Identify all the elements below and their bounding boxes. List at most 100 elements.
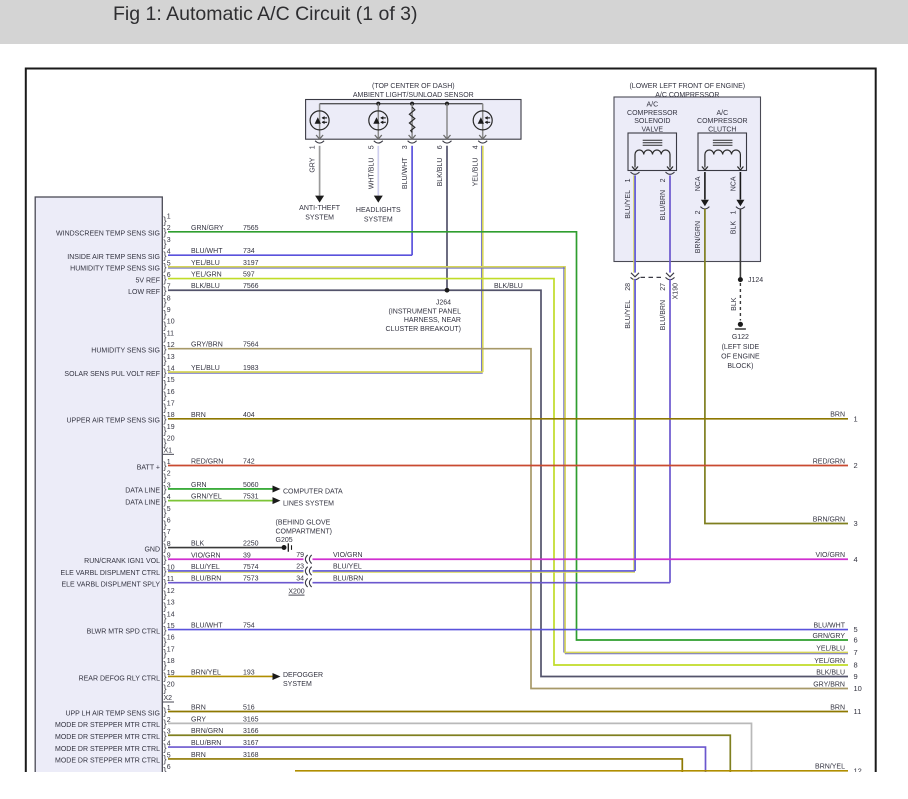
svg-text:COMPRESSOR: COMPRESSOR (697, 118, 748, 125)
svg-text:HUMIDITY SENS SIG: HUMIDITY SENS SIG (91, 347, 160, 354)
svg-text:7: 7 (167, 284, 171, 291)
svg-text:1: 1 (167, 459, 171, 466)
svg-text:6: 6 (167, 272, 171, 279)
svg-text:BLU/YEL: BLU/YEL (191, 564, 220, 571)
svg-text:RED/GRN: RED/GRN (813, 458, 845, 465)
svg-text:7574: 7574 (243, 564, 259, 571)
svg-text:HUMIDITY TEMP SENS SIG: HUMIDITY TEMP SENS SIG (70, 266, 160, 273)
svg-text:34: 34 (296, 575, 304, 582)
svg-text:9: 9 (167, 553, 171, 560)
svg-text:VALVE: VALVE (642, 127, 664, 134)
svg-text:BLK/BLU: BLK/BLU (437, 158, 444, 187)
svg-text:17: 17 (167, 401, 175, 408)
svg-text:DEFOGGER: DEFOGGER (283, 672, 323, 679)
svg-text:}: } (163, 263, 167, 274)
svg-text:NCA: NCA (695, 176, 702, 191)
svg-text:3166: 3166 (243, 728, 259, 735)
svg-text:9: 9 (854, 672, 858, 681)
svg-text:4: 4 (473, 145, 480, 149)
svg-text:4: 4 (167, 740, 171, 747)
svg-text:3167: 3167 (243, 740, 259, 747)
svg-text:16: 16 (167, 635, 175, 642)
svg-text:10: 10 (167, 564, 175, 571)
svg-text:4: 4 (167, 494, 171, 501)
svg-text:7: 7 (854, 648, 858, 657)
svg-text:1: 1 (310, 145, 317, 149)
svg-text:597: 597 (243, 272, 255, 279)
svg-text:MODE DR STEPPER MTR CTRL: MODE DR STEPPER MTR CTRL (55, 722, 160, 729)
svg-text:BLK/BLU: BLK/BLU (494, 283, 523, 290)
svg-text:A/C: A/C (646, 101, 658, 108)
svg-text:}: } (163, 227, 167, 238)
svg-text:}: } (163, 298, 167, 309)
svg-text:5: 5 (368, 145, 375, 149)
svg-text:BLU/BRN: BLU/BRN (660, 190, 667, 220)
svg-text:20: 20 (167, 436, 175, 443)
svg-text:8: 8 (167, 295, 171, 302)
svg-text:BLK: BLK (730, 221, 737, 235)
svg-text:BLU/WHT: BLU/WHT (191, 248, 223, 255)
svg-text:AMBIENT LIGHT/SUNLOAD SENSOR: AMBIENT LIGHT/SUNLOAD SENSOR (353, 92, 474, 99)
svg-text:14: 14 (167, 365, 175, 372)
svg-text:}: } (163, 356, 167, 367)
svg-text:MODE DR STEPPER MTR CTRL: MODE DR STEPPER MTR CTRL (55, 734, 160, 741)
svg-text:X1: X1 (164, 448, 173, 455)
svg-text:}: } (163, 731, 167, 742)
svg-text:SOLAR SENS PUL VOLT REF: SOLAR SENS PUL VOLT REF (64, 371, 160, 378)
svg-text:COMPUTER DATA: COMPUTER DATA (283, 489, 343, 496)
svg-text:HEADLIGHTS: HEADLIGHTS (356, 207, 401, 214)
svg-text:11: 11 (167, 576, 174, 583)
svg-text:(LOWER LEFT FRONT OF ENGINE): (LOWER LEFT FRONT OF ENGINE) (629, 83, 745, 90)
svg-text:DATA LINE: DATA LINE (125, 499, 160, 506)
svg-text:}: } (163, 767, 167, 778)
svg-text:COMPRESSOR: COMPRESSOR (627, 110, 678, 117)
svg-text:BLOCK): BLOCK) (727, 363, 753, 370)
svg-text:}: } (163, 555, 167, 566)
svg-text:BRN/GRN: BRN/GRN (695, 221, 702, 253)
svg-text:}: } (163, 532, 167, 543)
svg-text:RED/GRN: RED/GRN (191, 459, 223, 466)
svg-text:10: 10 (167, 319, 175, 326)
svg-text:}: } (163, 403, 167, 414)
svg-text:SYSTEM: SYSTEM (364, 217, 393, 224)
svg-text:REAR DEFOG RLY CTRL: REAR DEFOG RLY CTRL (79, 675, 161, 682)
svg-text:3165: 3165 (243, 716, 259, 723)
svg-text:8: 8 (854, 661, 858, 670)
svg-text:}: } (163, 333, 167, 344)
svg-text:2: 2 (167, 225, 171, 232)
svg-text:}: } (163, 755, 167, 766)
svg-text:BLK/BLU: BLK/BLU (191, 283, 220, 290)
svg-text:18: 18 (167, 658, 175, 665)
svg-text:CLUTCH: CLUTCH (708, 127, 736, 134)
svg-text:1983: 1983 (243, 365, 259, 372)
svg-text:HARNESS, NEAR: HARNESS, NEAR (404, 317, 461, 324)
svg-text:}: } (163, 578, 167, 589)
svg-text:ANTI-THEFT: ANTI-THEFT (299, 205, 341, 212)
svg-text:5060: 5060 (243, 482, 259, 489)
svg-text:(LEFT SIDE: (LEFT SIDE (722, 344, 760, 351)
svg-text:2: 2 (695, 210, 702, 214)
svg-text:3168: 3168 (243, 752, 259, 759)
svg-text:BLU/WHT: BLU/WHT (191, 623, 223, 630)
svg-text:5: 5 (167, 752, 171, 759)
svg-text:6: 6 (437, 145, 444, 149)
svg-text:5: 5 (167, 506, 171, 513)
svg-text:BATT +: BATT + (137, 464, 160, 471)
svg-text:}: } (163, 239, 167, 250)
svg-text:YEL/BLU: YEL/BLU (191, 365, 220, 372)
svg-text:LOW REF: LOW REF (128, 289, 160, 296)
svg-text:}: } (163, 426, 167, 437)
svg-text:(BEHIND GLOVE: (BEHIND GLOVE (276, 520, 331, 527)
svg-text:NCA: NCA (730, 176, 737, 191)
svg-text:}: } (163, 344, 167, 355)
svg-text:VIO/GRN: VIO/GRN (191, 552, 221, 559)
svg-text:BLK/BLU: BLK/BLU (816, 669, 845, 676)
svg-text:1: 1 (167, 214, 171, 221)
svg-text:YEL/BLU: YEL/BLU (816, 645, 845, 652)
svg-text:516: 516 (243, 705, 255, 712)
svg-text:UPPER AIR TEMP SENS SIG: UPPER AIR TEMP SENS SIG (67, 418, 161, 425)
svg-text:}: } (163, 286, 167, 297)
svg-text:Fig 1: Automatic A/C Circuit (: Fig 1: Automatic A/C Circuit (1 of 3) (113, 3, 418, 25)
svg-text:}: } (163, 309, 167, 320)
svg-text:ELE VARBL DISPLMENT CTRL: ELE VARBL DISPLMENT CTRL (61, 570, 161, 577)
